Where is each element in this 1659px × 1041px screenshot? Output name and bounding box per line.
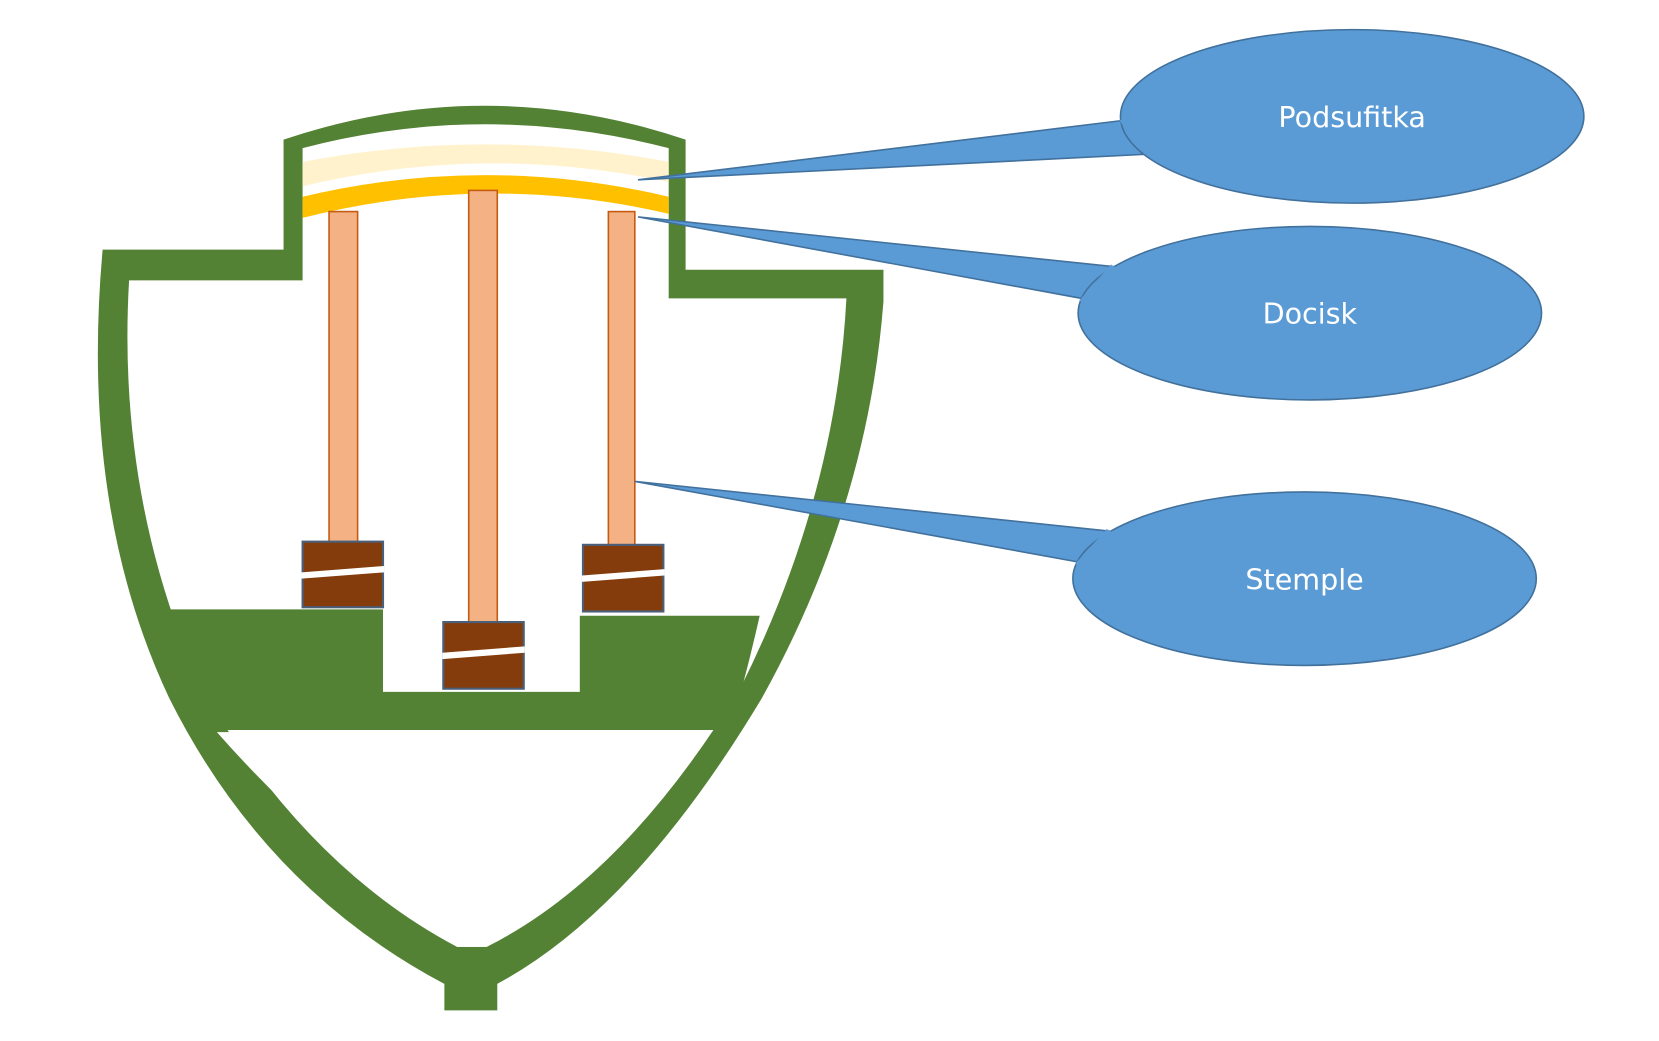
callout-label-stemple: Stemple [1245, 562, 1363, 596]
prop-right [607, 210, 636, 546]
podsufitka-band [302, 144, 669, 187]
callout-label-docisk: Docisk [1263, 297, 1358, 331]
prop-base-left [301, 540, 385, 609]
floor-slab [158, 609, 760, 730]
callout-stemple[interactable]: Stemple [634, 480, 1538, 667]
callout-docisk[interactable]: Docisk [637, 216, 1543, 401]
callout-podsufitka[interactable]: Podsufitka [637, 28, 1585, 204]
prop-base-center [442, 621, 525, 690]
docisk-band [302, 175, 669, 218]
callout-label-podsufitka: Podsufitka [1278, 100, 1425, 134]
prop-left [328, 210, 359, 544]
lower-bowl-interior [216, 732, 692, 947]
prop-base-right [581, 543, 665, 613]
prop-center [467, 189, 499, 623]
